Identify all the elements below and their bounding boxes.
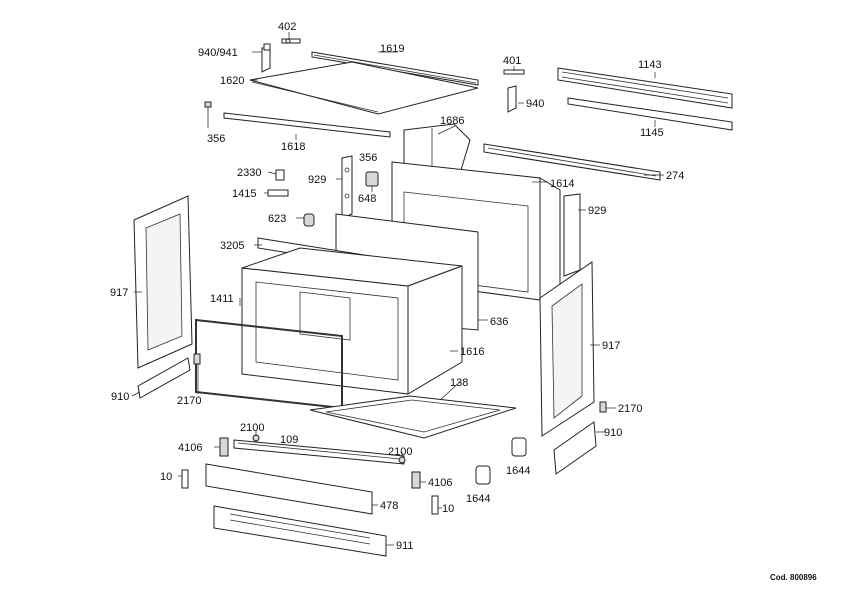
part-1618-strip: [223, 112, 391, 138]
part-910-plate-right: [553, 421, 597, 475]
label-1614: 1614: [550, 178, 574, 190]
part-1415-connector: [267, 189, 289, 197]
label-4106-left: 4106: [178, 442, 202, 454]
part-940-bracket-right: [507, 85, 517, 113]
part-1619-strip: [311, 51, 479, 86]
label-3205: 3205: [220, 240, 244, 252]
label-1619: 1619: [380, 43, 404, 55]
part-2170-clip-right: [599, 401, 607, 413]
part-2170-clip-left: [193, 353, 201, 365]
label-929-right: 929: [588, 205, 606, 217]
label-940-941: 940/941: [198, 47, 238, 59]
label-1145: 1145: [640, 127, 664, 139]
label-2170-right: 2170: [618, 403, 642, 415]
part-109-strip: [233, 439, 405, 465]
leader-lines: [131, 32, 664, 546]
part-1143-vent-strip: [557, 67, 733, 109]
label-1618: 1618: [281, 141, 305, 153]
part-1644-foot-a: [511, 437, 527, 457]
label-1644-right: 1644: [506, 465, 530, 477]
label-402: 402: [278, 21, 296, 33]
part-1145-strip: [567, 97, 733, 131]
label-1620: 1620: [220, 75, 244, 87]
label-4106-right: 4106: [428, 477, 452, 489]
label-636: 636: [490, 316, 508, 328]
part-478-panel: [205, 463, 373, 515]
label-2100-right: 2100: [388, 446, 412, 458]
part-911-vent-panel: [213, 505, 387, 557]
part-356-screw-left: [204, 101, 212, 114]
label-1686: 1686: [440, 115, 464, 127]
part-4106-left: [219, 437, 229, 457]
label-138: 138: [450, 377, 468, 389]
label-2170-left: 2170: [177, 395, 201, 407]
part-929-bracket-left: [341, 155, 353, 219]
part-648-motor: [365, 171, 379, 187]
label-356-mid: 356: [359, 152, 377, 164]
document-code: Cod. 800896: [770, 573, 817, 582]
label-648: 648: [358, 193, 376, 205]
label-1415: 1415: [232, 188, 256, 200]
label-274: 274: [666, 170, 684, 182]
label-910-left: 910: [111, 391, 129, 403]
part-1644-foot-b: [475, 465, 491, 485]
label-1143: 1143: [638, 59, 662, 71]
part-2330-clip: [275, 169, 285, 181]
label-401: 401: [503, 55, 521, 67]
label-910-right: 910: [604, 427, 622, 439]
part-623-lamp: [303, 213, 315, 227]
part-1620-top-panel: [249, 61, 479, 115]
label-917-right: 917: [602, 340, 620, 352]
label-2100-left: 2100: [240, 422, 264, 434]
part-940-941-bracket: [261, 43, 271, 73]
part-274-rail: [483, 143, 661, 181]
part-138-bottom-tray: [309, 395, 517, 439]
label-1616: 1616: [460, 346, 484, 358]
label-1411: 1411: [210, 293, 234, 305]
label-911: 911: [396, 540, 414, 552]
part-4106-right: [411, 471, 421, 489]
label-917-left: 917: [110, 287, 128, 299]
label-10-left: 10: [160, 471, 172, 483]
part-910-plate-left: [137, 357, 191, 399]
part-917-side-panel-right: [539, 261, 595, 437]
label-356-left: 356: [207, 133, 225, 145]
part-917-side-panel-left: [133, 195, 193, 369]
label-1644-left: 1644: [466, 493, 490, 505]
label-623: 623: [268, 213, 286, 225]
label-929-left: 929: [308, 174, 326, 186]
part-10-left: [181, 469, 189, 489]
label-10-right: 10: [442, 503, 454, 515]
part-402-screw: [281, 38, 301, 44]
label-109: 109: [280, 434, 298, 446]
label-940: 940: [526, 98, 544, 110]
part-10-right: [431, 495, 439, 515]
label-478: 478: [380, 500, 398, 512]
label-2330: 2330: [237, 167, 261, 179]
part-929-bracket-right: [563, 193, 581, 277]
part-oven-cavity: [241, 247, 463, 395]
